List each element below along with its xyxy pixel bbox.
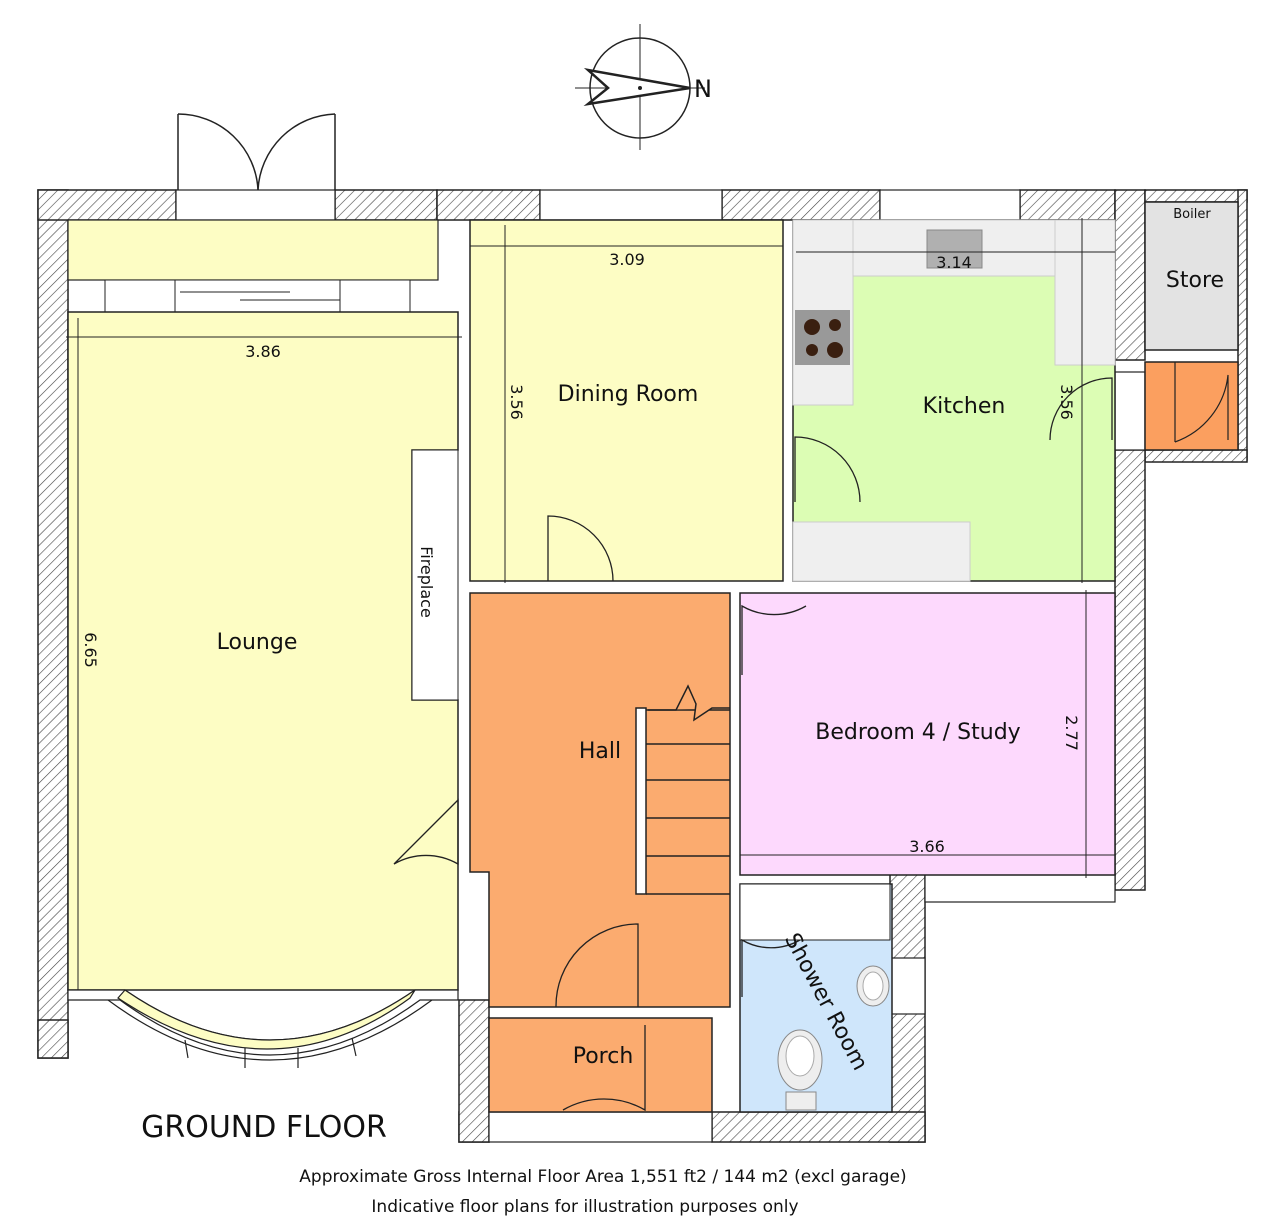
fireplace <box>411 449 459 701</box>
french-doors <box>177 113 336 191</box>
lounge-length: 6.65 <box>81 632 100 668</box>
dimension-lines <box>66 218 1115 990</box>
shower-tray <box>739 883 891 941</box>
lounge-label: Lounge <box>217 630 298 655</box>
store-label: Store <box>1166 268 1224 293</box>
basin-icon <box>856 965 890 1007</box>
hob-icon <box>795 310 850 365</box>
area-note: Approximate Gross Internal Floor Area 1,… <box>299 1167 906 1187</box>
compass-letter: N <box>694 75 712 103</box>
sliding-door <box>104 279 411 313</box>
kitchen-length: 3.56 <box>1057 384 1076 420</box>
sink <box>926 229 983 269</box>
boiler-label: Boiler <box>1173 207 1211 222</box>
kitchen-width: 3.14 <box>936 253 972 272</box>
toilet-icon <box>777 1029 823 1111</box>
windows <box>175 189 1146 1143</box>
kitchen-label: Kitchen <box>923 394 1006 419</box>
porch-room <box>488 1017 713 1113</box>
store-room <box>1144 201 1239 351</box>
lounge-strip <box>67 219 439 281</box>
floor-title: GROUND FLOOR <box>141 1110 387 1145</box>
bedroom-label: Bedroom 4 / Study <box>815 720 1020 745</box>
dining-label: Dining Room <box>558 382 699 407</box>
cupboard <box>1144 361 1239 451</box>
stairs <box>635 684 730 895</box>
fireplace-label: Fireplace <box>417 546 436 618</box>
cupboard-door <box>1174 362 1229 443</box>
hall-room <box>469 592 731 1008</box>
bedroom-length: 2.77 <box>1062 715 1081 751</box>
bay-window <box>67 989 459 1068</box>
dining-room <box>469 219 784 582</box>
lounge-width: 3.86 <box>245 342 281 361</box>
porch-label: Porch <box>573 1044 634 1069</box>
bedroom-width: 3.66 <box>909 837 945 856</box>
dining-length: 3.56 <box>507 384 526 420</box>
dining-width: 3.09 <box>609 250 645 269</box>
hall-label: Hall <box>579 739 621 764</box>
disclaimer-note: Indicative floor plans for illustration … <box>371 1197 798 1217</box>
door-swings <box>393 377 1113 1112</box>
compass-icon: N <box>575 24 712 150</box>
bedroom-room <box>739 592 1116 876</box>
